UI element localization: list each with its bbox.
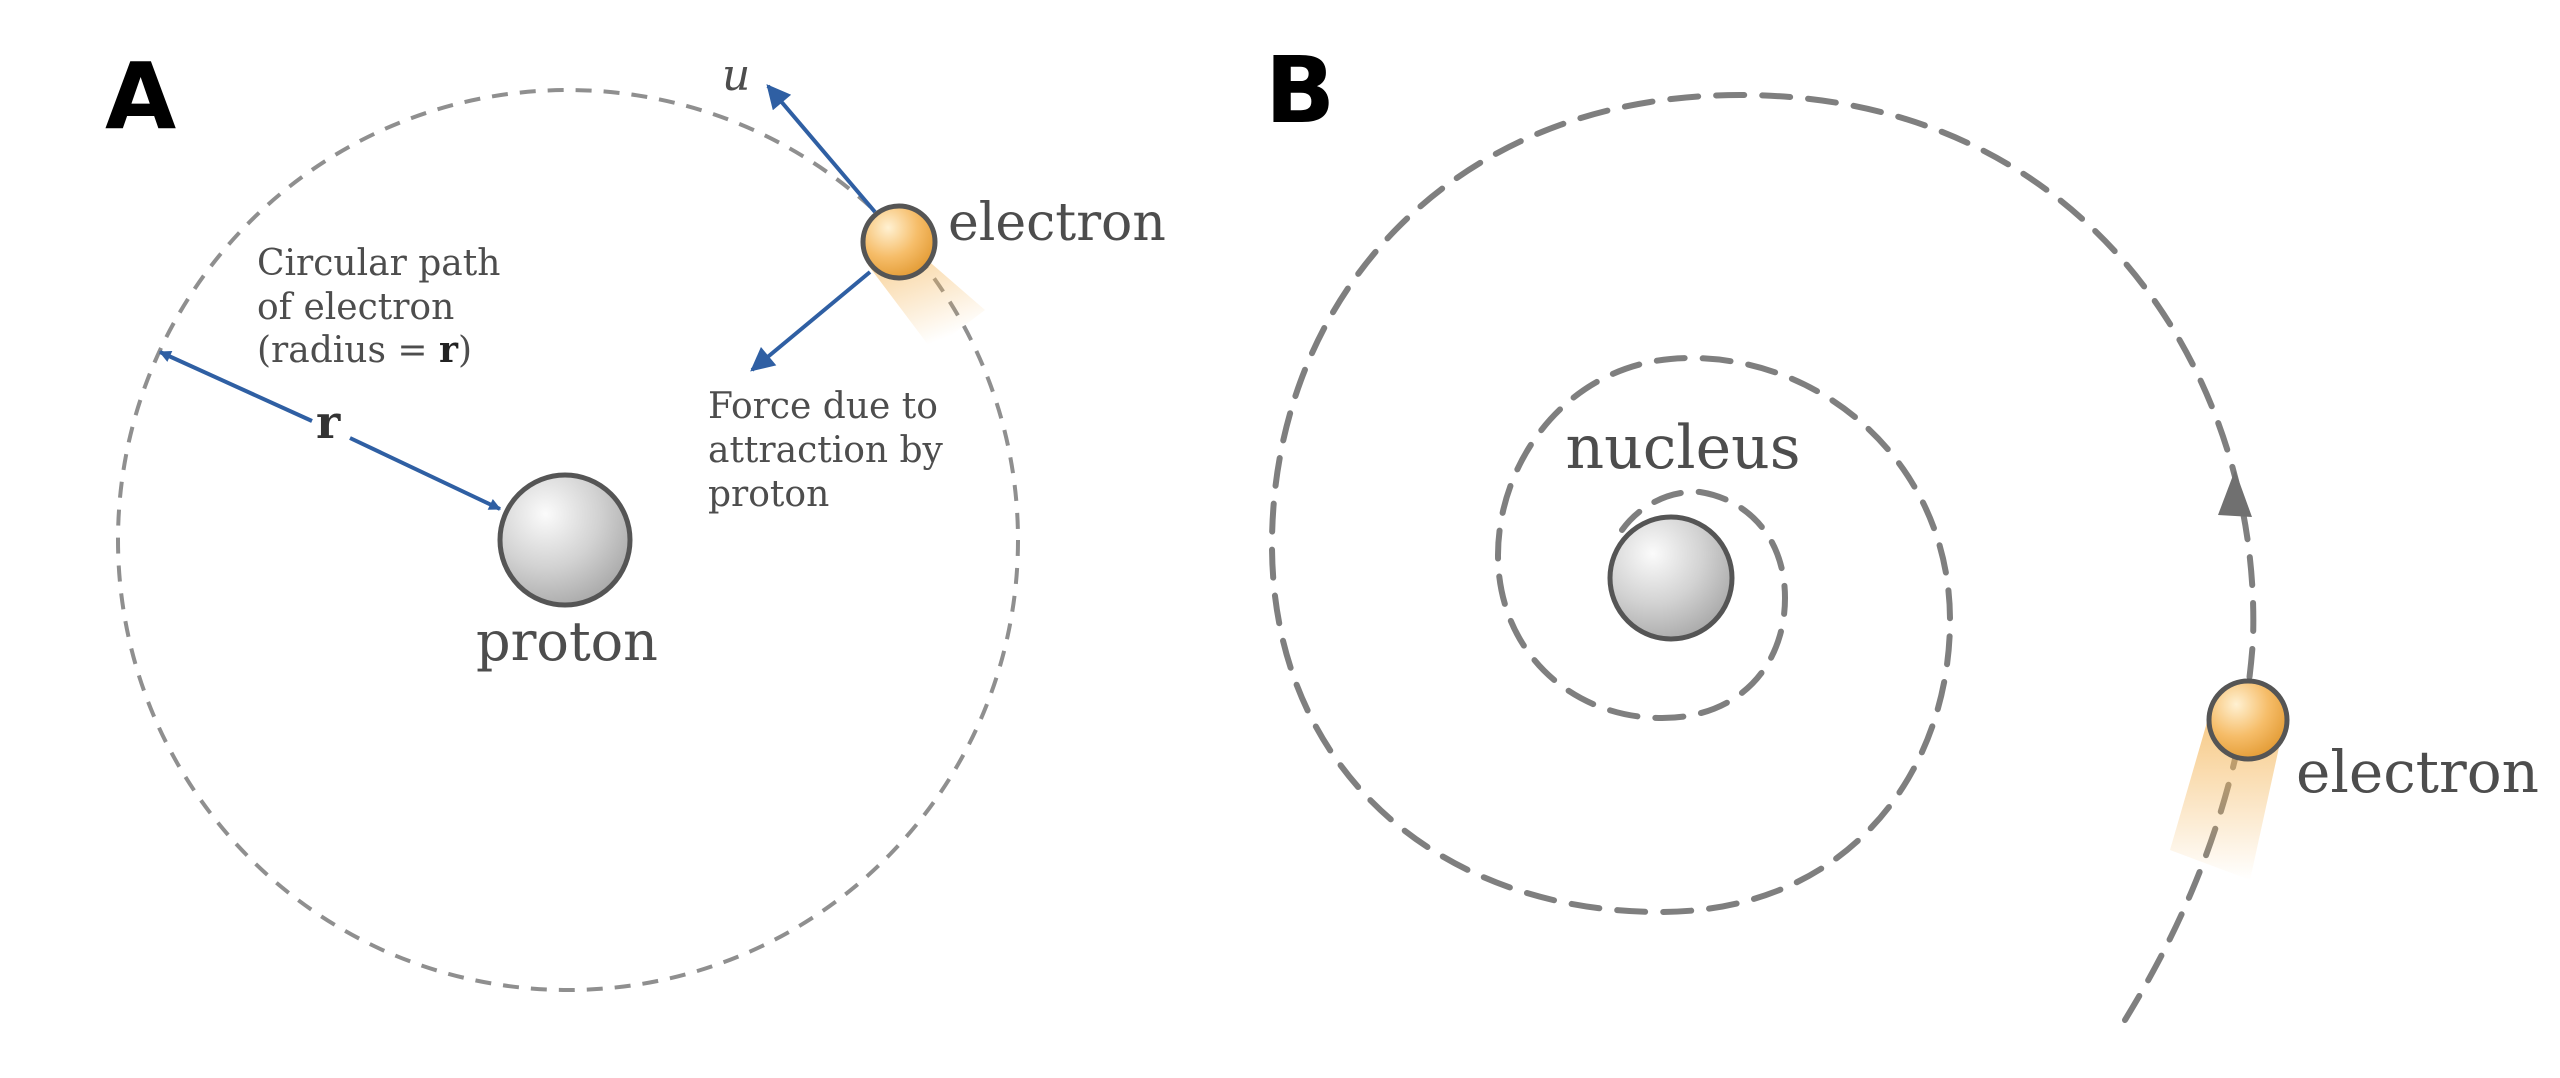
path-label-line3-post: ) (458, 330, 472, 371)
path-label-line3-bold: r (439, 329, 459, 371)
proton (497, 472, 633, 608)
proton-label: proton (476, 610, 658, 673)
panel-a: A r Circular path of electron (radius = … (105, 43, 1166, 992)
path-label-line3-pre: (radius = (257, 330, 439, 371)
force-arrow (750, 270, 872, 372)
electron-label-a: electron (948, 193, 1166, 253)
electron-orbit-path (116, 88, 1020, 992)
radius-label: r (316, 395, 341, 449)
force-label-line1: Force due to (708, 386, 938, 427)
force-label-line3: proton (708, 474, 829, 515)
velocity-label: u (722, 50, 750, 101)
radius-arrow-inner (349, 436, 502, 511)
path-label-line2: of electron (257, 287, 454, 328)
electron-b (2206, 678, 2290, 762)
nucleus-label: nucleus (1565, 413, 1800, 483)
velocity-arrow (766, 84, 877, 214)
spiral-path (1268, 91, 2257, 1023)
panel-a-letter: A (105, 43, 176, 150)
spiral-direction-arrow (2218, 470, 2252, 517)
electron-a (860, 203, 938, 281)
electron-label-b: electron (2296, 738, 2539, 806)
panel-b-letter: B (1265, 37, 1335, 144)
path-label-line3: (radius = r) (257, 329, 472, 371)
force-label-line2: attraction by (708, 430, 944, 471)
nucleus (1607, 514, 1735, 642)
panel-b: B nucleus electron (1265, 37, 2539, 1023)
radius-arrow-outer (158, 350, 313, 423)
path-label-line1: Circular path (257, 243, 500, 284)
